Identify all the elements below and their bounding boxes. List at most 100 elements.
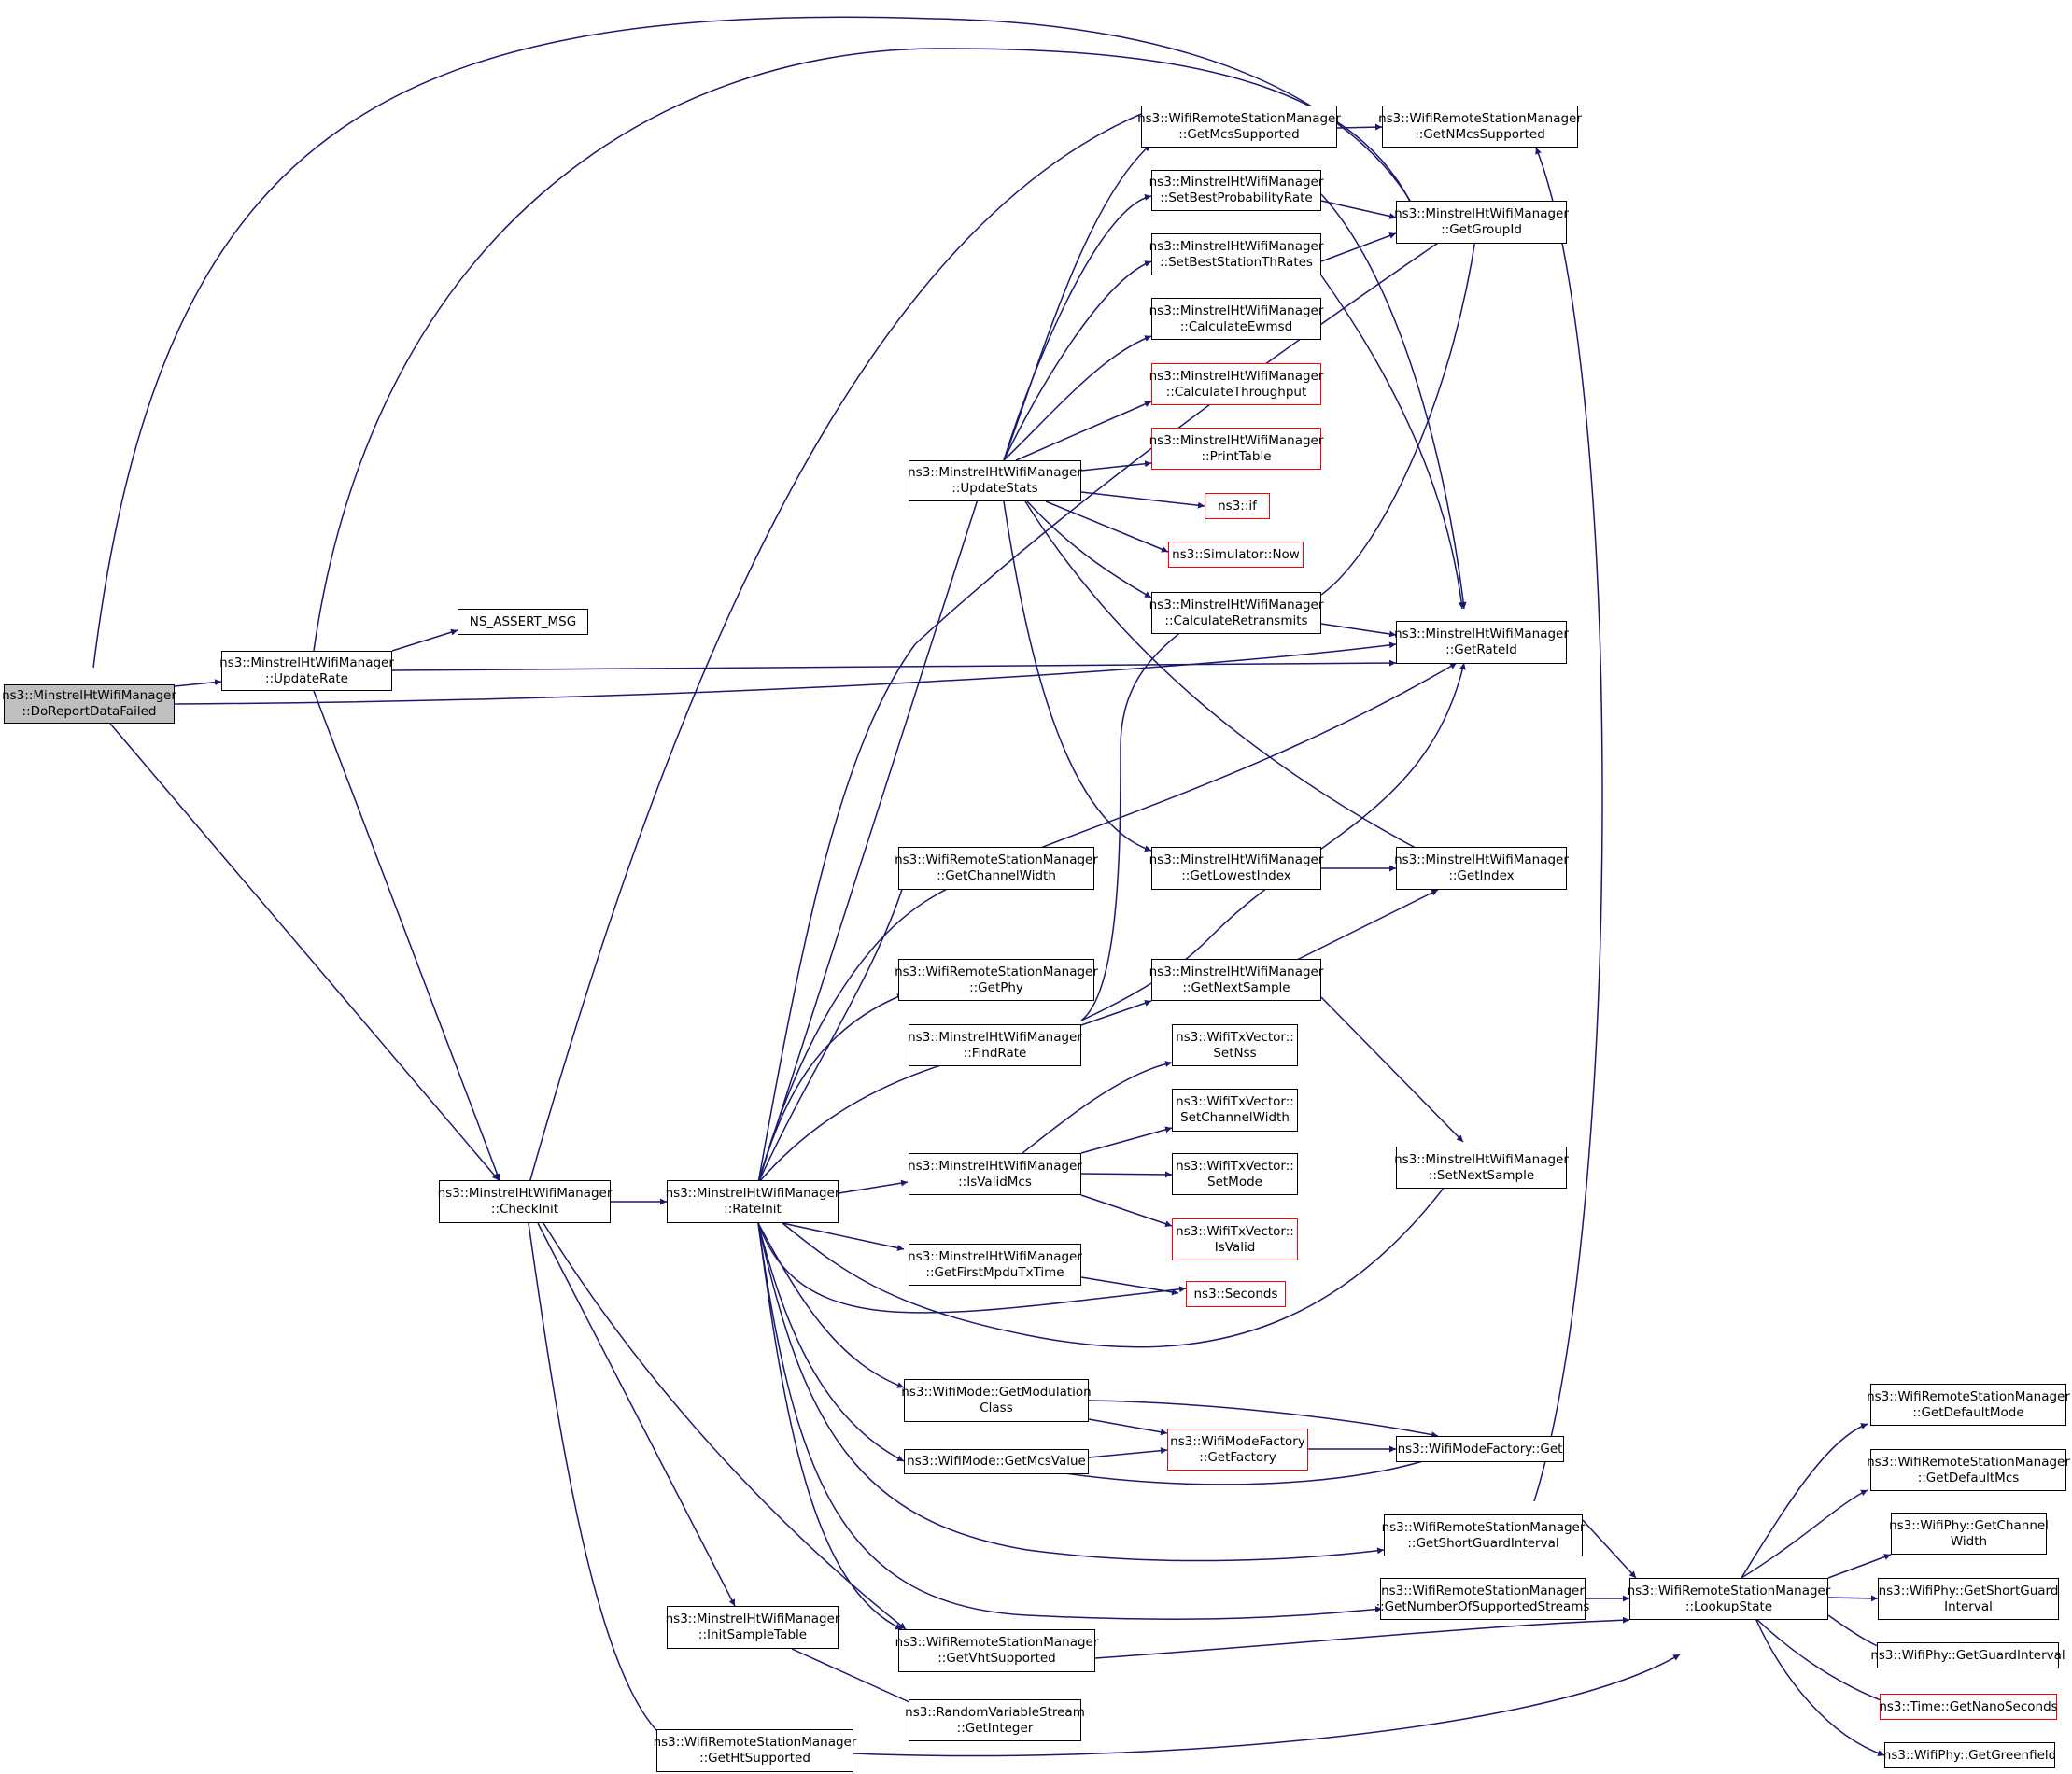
node-label-line2: ::IsValidMcs [958, 1174, 1032, 1190]
node-set-next-sample[interactable]: ns3::MinstrelHtWifiManager ::SetNextSamp… [1394, 1147, 1569, 1189]
node-is-valid-mcs[interactable]: ns3::MinstrelHtWifiManager ::IsValidMcs [908, 1153, 1082, 1195]
node-rate-init[interactable]: ns3::MinstrelHtWifiManager ::RateInit [665, 1180, 840, 1223]
node-set-mode[interactable]: ns3::WifiTxVector:: SetMode [1172, 1153, 1298, 1195]
node-get-ht-supported[interactable]: ns3::WifiRemoteStationManager ::GetHtSup… [654, 1729, 856, 1772]
node-find-rate[interactable]: ns3::MinstrelHtWifiManager ::FindRate [908, 1024, 1082, 1066]
edge [529, 109, 1151, 1184]
node-label-line1: ns3::MinstrelHtWifiManager [665, 1186, 840, 1201]
node-label-line2: ::FindRate [963, 1045, 1027, 1061]
node-label-line1: ns3::WifiTxVector:: [1176, 1223, 1294, 1239]
node-label-line2: SetMode [1207, 1174, 1262, 1190]
edge [1045, 500, 1169, 553]
node-get-integer[interactable]: ns3::RandomVariableStream ::GetInteger [905, 1699, 1085, 1741]
node-get-group-id[interactable]: ns3::MinstrelHtWifiManager ::GetGroupId [1394, 201, 1569, 244]
edge [537, 1222, 736, 1607]
node-label-line2: ::GetFactory [1199, 1449, 1276, 1465]
node-label-line1: ns3::MinstrelHtWifiManager [908, 1029, 1082, 1045]
node-get-n-mcs-supported[interactable]: ns3::WifiRemoteStationManager ::GetNMcsS… [1378, 106, 1582, 148]
edge [782, 1222, 905, 1251]
node-lookup-state[interactable]: ns3::WifiRemoteStationManager ::LookupSt… [1628, 1578, 1830, 1620]
node-get-lowest-index[interactable]: ns3::MinstrelHtWifiManager ::GetLowestIn… [1149, 847, 1323, 890]
edge [1080, 1171, 1173, 1178]
edge [1741, 1489, 1868, 1579]
edge [1022, 1061, 1173, 1154]
node-get-channel-width[interactable]: ns3::WifiRemoteStationManager ::GetChann… [895, 847, 1098, 890]
node-init-sample-table[interactable]: ns3::MinstrelHtWifiManager ::InitSampleT… [665, 1606, 840, 1649]
node-update-stats[interactable]: ns3::MinstrelHtWifiManager ::UpdateStats [908, 460, 1082, 501]
node-set-nss[interactable]: ns3::WifiTxVector:: SetNss [1172, 1024, 1298, 1066]
node-label-line1: ns3::MinstrelHtWifiManager [665, 1612, 840, 1626]
node-get-next-sample[interactable]: ns3::MinstrelHtWifiManager ::GetNextSamp… [1149, 959, 1323, 1001]
node-check-init[interactable]: ns3::MinstrelHtWifiManager ::CheckInit [437, 1180, 613, 1223]
node-get-vht-supported[interactable]: ns3::WifiRemoteStationManager ::GetVhtSu… [895, 1629, 1098, 1672]
node-label-line1: NS_ASSERT_MSG [469, 613, 577, 629]
edge [1080, 1276, 1179, 1296]
edge [757, 1222, 1385, 1562]
node-label-line1: ns3::MinstrelHtWifiManager [1394, 627, 1569, 641]
node-get-modulation-class[interactable]: ns3::WifiMode::GetModulation Class [901, 1379, 1092, 1422]
node-label-line2: ::GetDefaultMode [1912, 1404, 2024, 1420]
node-label-line1: ns3::WifiModeFactory::Get [1397, 1441, 1563, 1457]
node-get-number-of-supported-streams[interactable]: ns3::WifiRemoteStationManager ::GetNumbe… [1376, 1578, 1589, 1620]
node-get-mcs-supported[interactable]: ns3::WifiRemoteStationManager ::GetMcsSu… [1137, 106, 1341, 148]
node-is-valid[interactable]: ns3::WifiTxVector:: IsValid [1172, 1218, 1298, 1260]
edge [1088, 1447, 1168, 1458]
node-get-first-mpdu-tx-time[interactable]: ns3::MinstrelHtWifiManager ::GetFirstMpd… [908, 1244, 1082, 1286]
edge [757, 1222, 905, 1462]
node-print-table[interactable]: ns3::MinstrelHtWifiManager ::PrintTable [1149, 428, 1323, 470]
edge [757, 662, 1458, 1184]
node-get-phy[interactable]: ns3::WifiRemoteStationManager ::GetPhy [895, 959, 1098, 1001]
node-calculate-throughput[interactable]: ns3::MinstrelHtWifiManager ::CalculateTh… [1149, 363, 1323, 405]
edge [391, 659, 1397, 671]
edge [1088, 1400, 1439, 1439]
node-ns-assert-msg[interactable]: NS_ASSERT_MSG [458, 609, 588, 635]
node-label-line2: ::CalculateRetransmits [1164, 612, 1308, 628]
node-label-line1: ns3::WifiRemoteStationManager [1381, 1519, 1586, 1535]
edge [1064, 1455, 1439, 1485]
node-ns3-if[interactable]: ns3::if [1205, 493, 1270, 519]
node-phy-get-channel-width[interactable]: ns3::WifiPhy::GetChannel Width [1889, 1513, 2049, 1555]
node-time-get-nano-seconds[interactable]: ns3::Time::GetNanoSeconds [1879, 1694, 2058, 1720]
node-label-line2: ::CalculateEwmsd [1179, 318, 1293, 334]
node-get-short-guard-interval[interactable]: ns3::WifiRemoteStationManager ::GetShort… [1381, 1514, 1586, 1556]
node-label-line1: ns3::WifiTxVector:: [1176, 1029, 1294, 1045]
node-label-line1: ns3::WifiPhy::GetGuardInterval [1870, 1647, 2065, 1663]
edge [391, 628, 458, 652]
node-wifi-mode-factory-get[interactable]: ns3::WifiModeFactory::Get [1396, 1436, 1564, 1462]
node-calculate-retransmits[interactable]: ns3::MinstrelHtWifiManager ::CalculateRe… [1149, 592, 1324, 634]
node-label-line2: ::GetChannelWidth [937, 868, 1056, 883]
node-label-line2: ::UpdateStats [951, 481, 1038, 496]
node-phy-get-greenfield[interactable]: ns3::WifiPhy::GetGreenfield [1883, 1742, 2056, 1768]
node-set-channel-width[interactable]: ns3::WifiTxVector:: SetChannelWidth [1172, 1089, 1298, 1132]
node-update-rate[interactable]: ns3::MinstrelHtWifiManager ::UpdateRate [219, 651, 394, 691]
node-simulator-now[interactable]: ns3::Simulator::Now [1168, 542, 1304, 568]
node-seconds[interactable]: ns3::Seconds [1186, 1281, 1286, 1307]
node-get-index[interactable]: ns3::MinstrelHtWifiManager ::GetIndex [1394, 847, 1569, 890]
node-get-mcs-value[interactable]: ns3::WifiMode::GetMcsValue [904, 1449, 1089, 1474]
node-label-line1: ns3::MinstrelHtWifiManager [1149, 303, 1324, 318]
node-phy-get-short-guard-interval[interactable]: ns3::WifiPhy::GetShortGuard Interval [1878, 1578, 2059, 1620]
node-get-default-mode[interactable]: ns3::WifiRemoteStationManager ::GetDefau… [1867, 1384, 2070, 1426]
node-label-line1: ns3::MinstrelHtWifiManager [437, 1186, 613, 1201]
node-label-line1: ns3::MinstrelHtWifiManager [1149, 597, 1324, 612]
edge [1755, 1617, 1885, 1757]
edge [1094, 1616, 1630, 1659]
node-calculate-ewmsd[interactable]: ns3::MinstrelHtWifiManager ::CalculateEw… [1149, 298, 1324, 340]
node-get-factory[interactable]: ns3::WifiModeFactory ::GetFactory [1167, 1429, 1308, 1471]
node-get-default-mcs[interactable]: ns3::WifiRemoteStationManager ::GetDefau… [1867, 1449, 2070, 1491]
node-label-line2: ::GetNextSample [1182, 979, 1290, 995]
edge [1320, 996, 1464, 1143]
node-get-rate-id[interactable]: ns3::MinstrelHtWifiManager ::GetRateId [1394, 621, 1569, 664]
node-set-best-station-th-rates[interactable]: ns3::MinstrelHtWifiManager ::SetBestStat… [1149, 233, 1323, 275]
edge [1015, 401, 1152, 461]
node-set-best-probability-rate[interactable]: ns3::MinstrelHtWifiManager ::SetBestProb… [1149, 170, 1323, 211]
edge [1003, 335, 1152, 461]
edge [791, 1648, 921, 1708]
node-label-line1: ns3::Seconds [1193, 1286, 1278, 1302]
node-label-line2: ::GetPhy [969, 979, 1023, 995]
node-label-line2: ::SetBestStationThRates [1160, 254, 1313, 270]
node-phy-get-guard-interval[interactable]: ns3::WifiPhy::GetGuardInterval [1870, 1642, 2065, 1668]
edge [313, 690, 500, 1181]
edge [1336, 123, 1383, 131]
